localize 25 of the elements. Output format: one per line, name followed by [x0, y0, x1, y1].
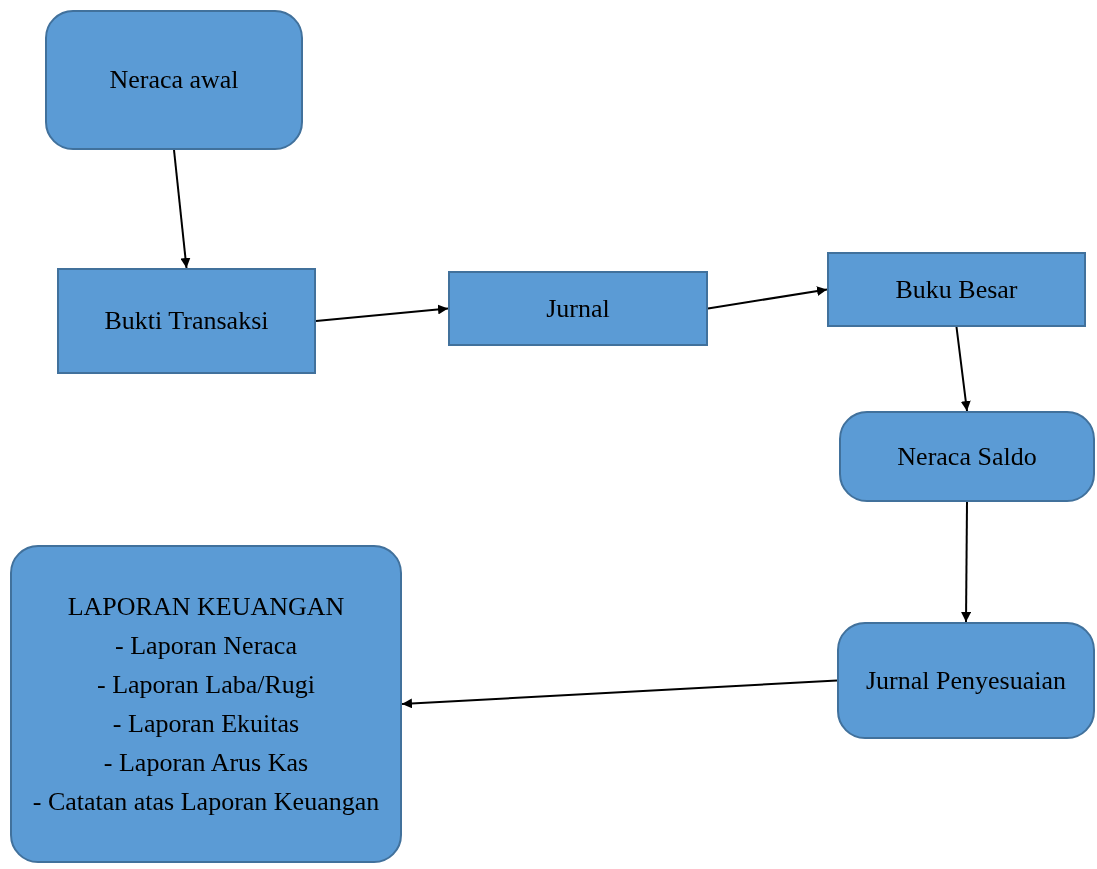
list-item: - Laporan Neraca — [115, 630, 297, 662]
process-box — [57, 268, 316, 374]
rounded-process-box — [839, 411, 1095, 502]
list-item: - Laporan Laba/Rugi — [97, 669, 315, 701]
box-heading: LAPORAN KEUANGAN — [67, 591, 345, 623]
list-item: - Laporan Ekuitas — [112, 708, 300, 740]
rounded-process-box — [45, 10, 303, 150]
arrow — [401, 679, 838, 709]
arrow — [961, 501, 972, 623]
box-label: Buku Besar — [895, 273, 1018, 306]
rounded-process-box — [837, 622, 1095, 739]
list-item: - Laporan Arus Kas — [103, 747, 309, 779]
arrow — [315, 304, 449, 322]
box-label: Jurnal — [546, 292, 610, 325]
box-label: Neraca awal — [109, 64, 239, 96]
arrow — [707, 286, 828, 310]
arrow — [173, 149, 191, 269]
arrow — [955, 326, 971, 412]
box-label: Jurnal Penyesuaian — [866, 664, 1066, 697]
box-label: Neraca Saldo — [897, 440, 1037, 473]
box-label: Bukti Transaksi — [104, 305, 269, 337]
rounded-process-box — [10, 545, 402, 863]
process-box — [827, 252, 1086, 327]
list-item: - Catatan atas Laporan Keuangan — [32, 786, 380, 818]
process-box — [448, 271, 708, 346]
